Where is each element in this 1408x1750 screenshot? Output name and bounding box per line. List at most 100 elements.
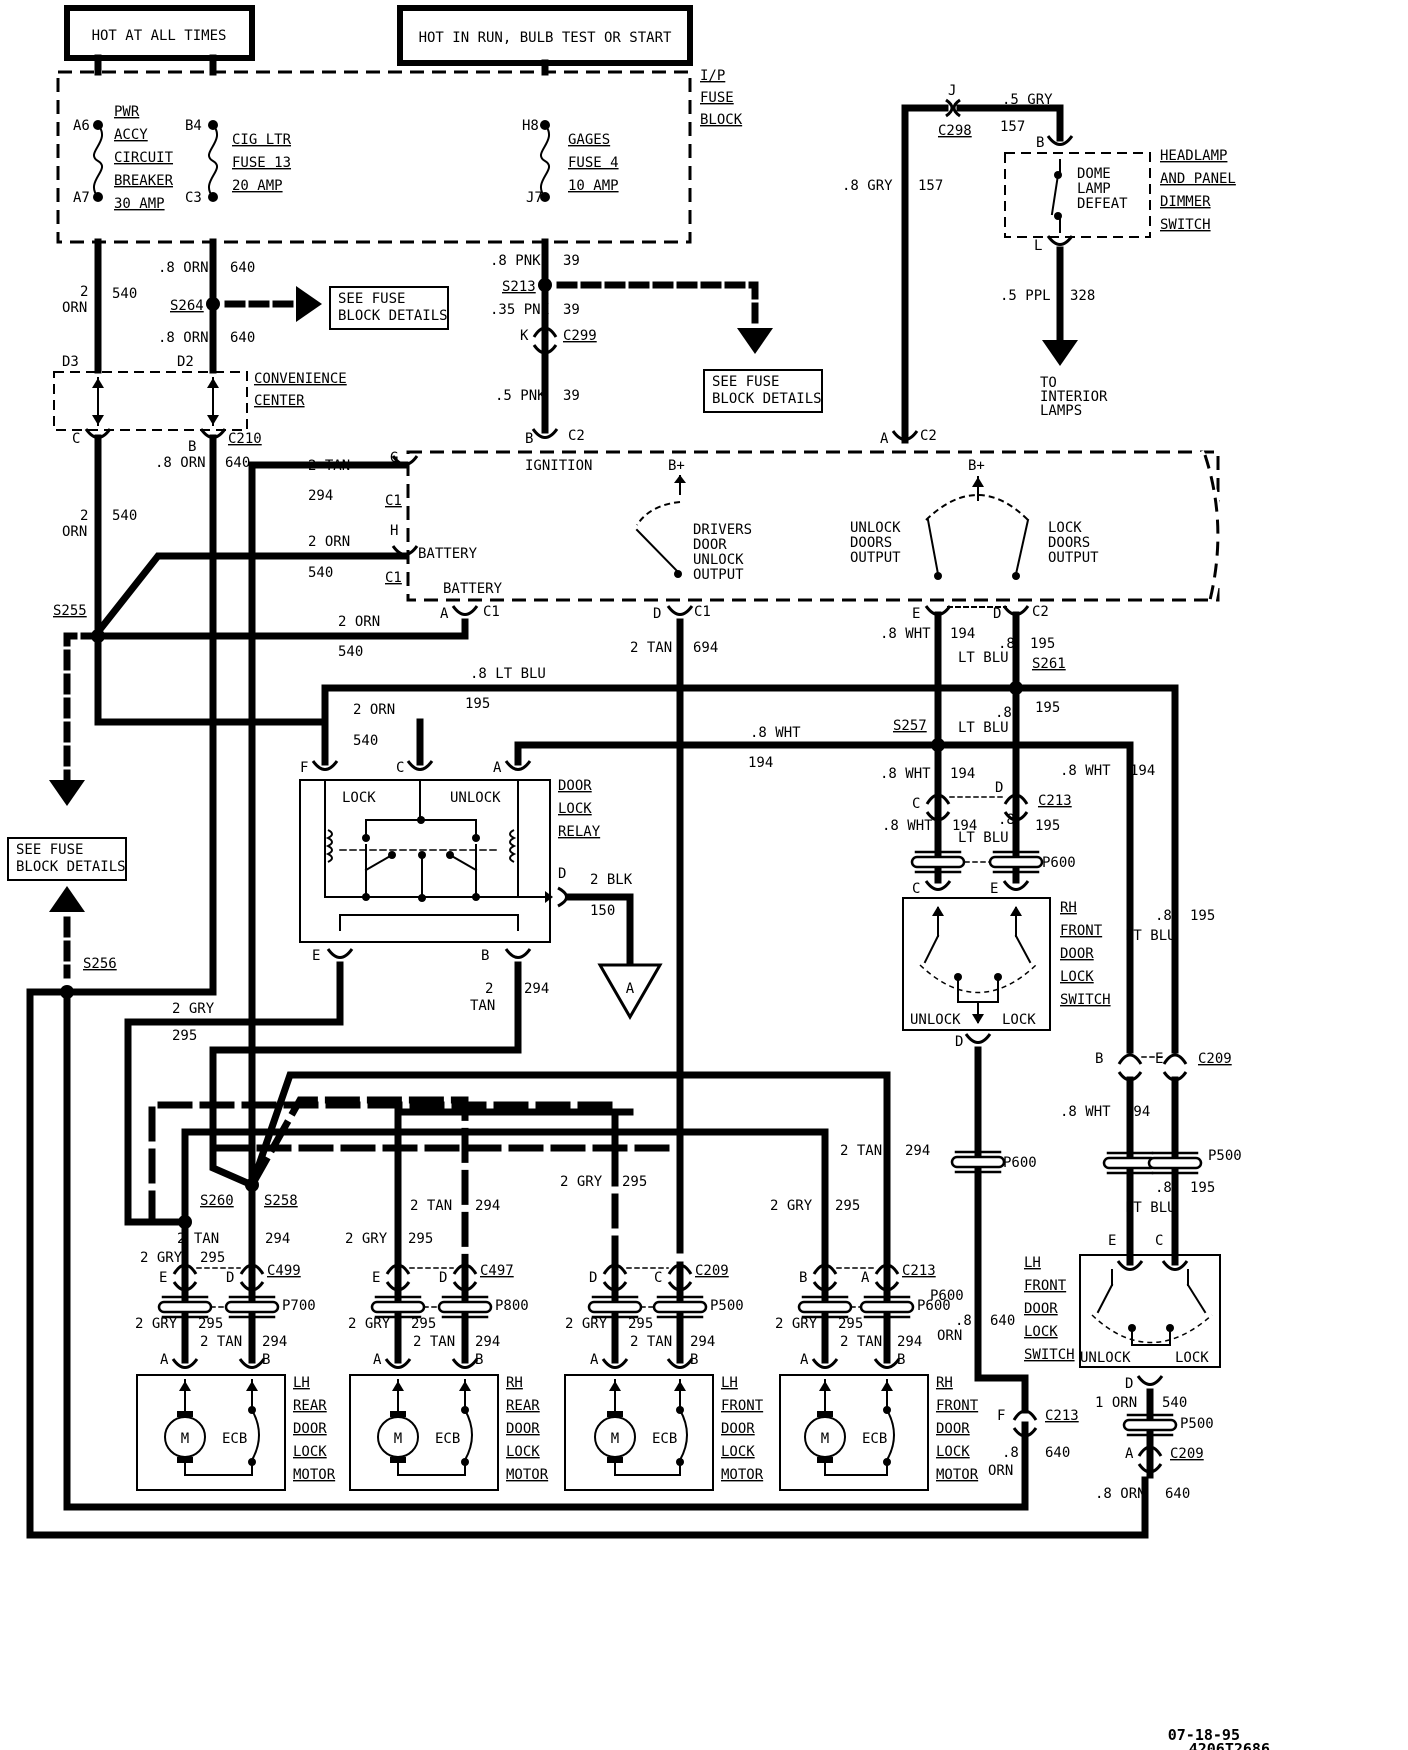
battery-label-1: BATTERY [418,546,478,562]
line [364,853,394,872]
circuit-number: 195 [1030,636,1055,652]
pin-label: B [525,431,533,447]
rh-front-switch-title: DOOR [1060,946,1094,962]
drivers-door-output: UNLOCK [693,552,744,568]
connector-c1: C1 [385,570,402,586]
connector-c213-f-mate [1012,1427,1038,1438]
link-s255 [63,632,102,789]
pin-label: E [372,1270,380,1286]
conn-b-c2 [531,428,559,439]
circuit-number: 295 [628,1316,653,1332]
conn-b-switch [1046,135,1074,146]
wire-label: .8 WHT [880,626,931,642]
wire-150-blk [566,893,634,969]
line [1186,1283,1207,1314]
rh-front-switch-title: RH [1060,900,1077,916]
circuit-number: 295 [838,1316,863,1332]
connector-c210: C210 [228,431,262,447]
connector-p500: P500 [1208,1148,1242,1164]
coil-icon [509,829,517,863]
pin-label: E [1155,1051,1163,1067]
p500-d [1122,1418,1178,1432]
circuit-number: 540 [112,508,137,524]
pin-label: B [475,1352,483,1368]
wire-label: .8 PNK [490,253,541,269]
motor-3-conn-lower-b [873,1358,901,1369]
arrow [459,1381,471,1391]
motor-3-title: FRONT [936,1398,979,1414]
motor-1-conn-a-mate [385,1281,411,1292]
pin-label: A [880,431,889,447]
circuit-number: 295 [835,1198,860,1214]
p500-e [1147,1156,1203,1170]
wire-label: 2 GRY [172,1001,215,1017]
motor-1-passthru-b [437,1300,493,1314]
connector-c299-mate [532,344,558,355]
pin-label: H [390,523,398,539]
wire-label: 2 ORN [338,614,380,630]
conn-l-switch [1046,235,1074,246]
motor-brush [607,1457,623,1463]
conn-a-c1 [451,605,479,616]
motor-0-conn-b [239,1263,265,1275]
motor-2-title: LH [721,1375,738,1391]
wire-label: .8 WHT [882,818,933,834]
wire-540-battery [93,552,409,637]
line [923,934,940,964]
connector-c213-label: C213 [1045,1408,1079,1424]
pin-label: D [439,1270,447,1286]
wire-label: .8 LT BLU [470,666,546,682]
motor-1-box [349,1374,499,1491]
connector-label: P800 [495,1298,529,1314]
bus-295-a [148,1101,619,1269]
pin-label: A [493,760,502,776]
pin-label: E [159,1270,167,1286]
motor-3-title: LOCK [936,1444,970,1460]
circuit-number: 640 [230,330,255,346]
pin-label: B [188,439,196,455]
connector-c1: C1 [483,604,500,620]
motor-2-box [564,1374,714,1491]
pin-a6-label: A6 [73,118,90,134]
arrow [179,1381,191,1391]
pin-label: E [990,881,998,897]
pin-label: K [520,328,529,344]
connector-c213-d [1003,793,1029,805]
pin-label: B [690,1352,698,1368]
conn-c-rhsw [924,880,952,891]
circuit-number: 195 [1035,700,1060,716]
motor-1-passthru-a [370,1300,426,1314]
pin-b4-label: B4 [185,118,202,134]
conn-a-c2 [891,430,919,441]
arrow-to-interior [1042,340,1078,366]
motor-0-ecb: ECB [222,1431,247,1447]
connector-c209-label: C209 [1198,1051,1232,1067]
wire-color: ORN [988,1463,1013,1479]
wire-640-ground-loop [63,988,1029,1511]
contact [934,572,942,580]
wire-label: 2 GRY [135,1316,178,1332]
motor-0-conn-a-mate [172,1281,198,1292]
motor-brush [177,1411,193,1417]
wire-color: LT BLU [958,720,1009,736]
door-lock-relay [299,779,551,943]
rh-front-switch-title: FRONT [1060,923,1103,939]
contact [674,570,682,578]
circuit-number: 294 [897,1334,922,1350]
fuse-block-outline [56,70,692,244]
motor-3-passthru-b [859,1300,915,1314]
conn-d-rhsw [964,1033,992,1044]
pin-d3: D3 [62,354,79,370]
pin-label: C [1155,1233,1163,1249]
connector-c1: C1 [694,604,711,620]
circuit-number: 540 [338,644,363,660]
pin-label: L [1034,238,1042,254]
motor-0-m: M [181,1431,189,1447]
motor-3-ecb: ECB [862,1431,887,1447]
motor-brush [817,1457,833,1463]
pin-label: A [160,1352,169,1368]
wire-label: 2 TAN [308,458,350,474]
connector-c2: C2 [568,428,585,444]
splice-s256-label: S256 [83,956,117,972]
arrow [972,1014,984,1024]
